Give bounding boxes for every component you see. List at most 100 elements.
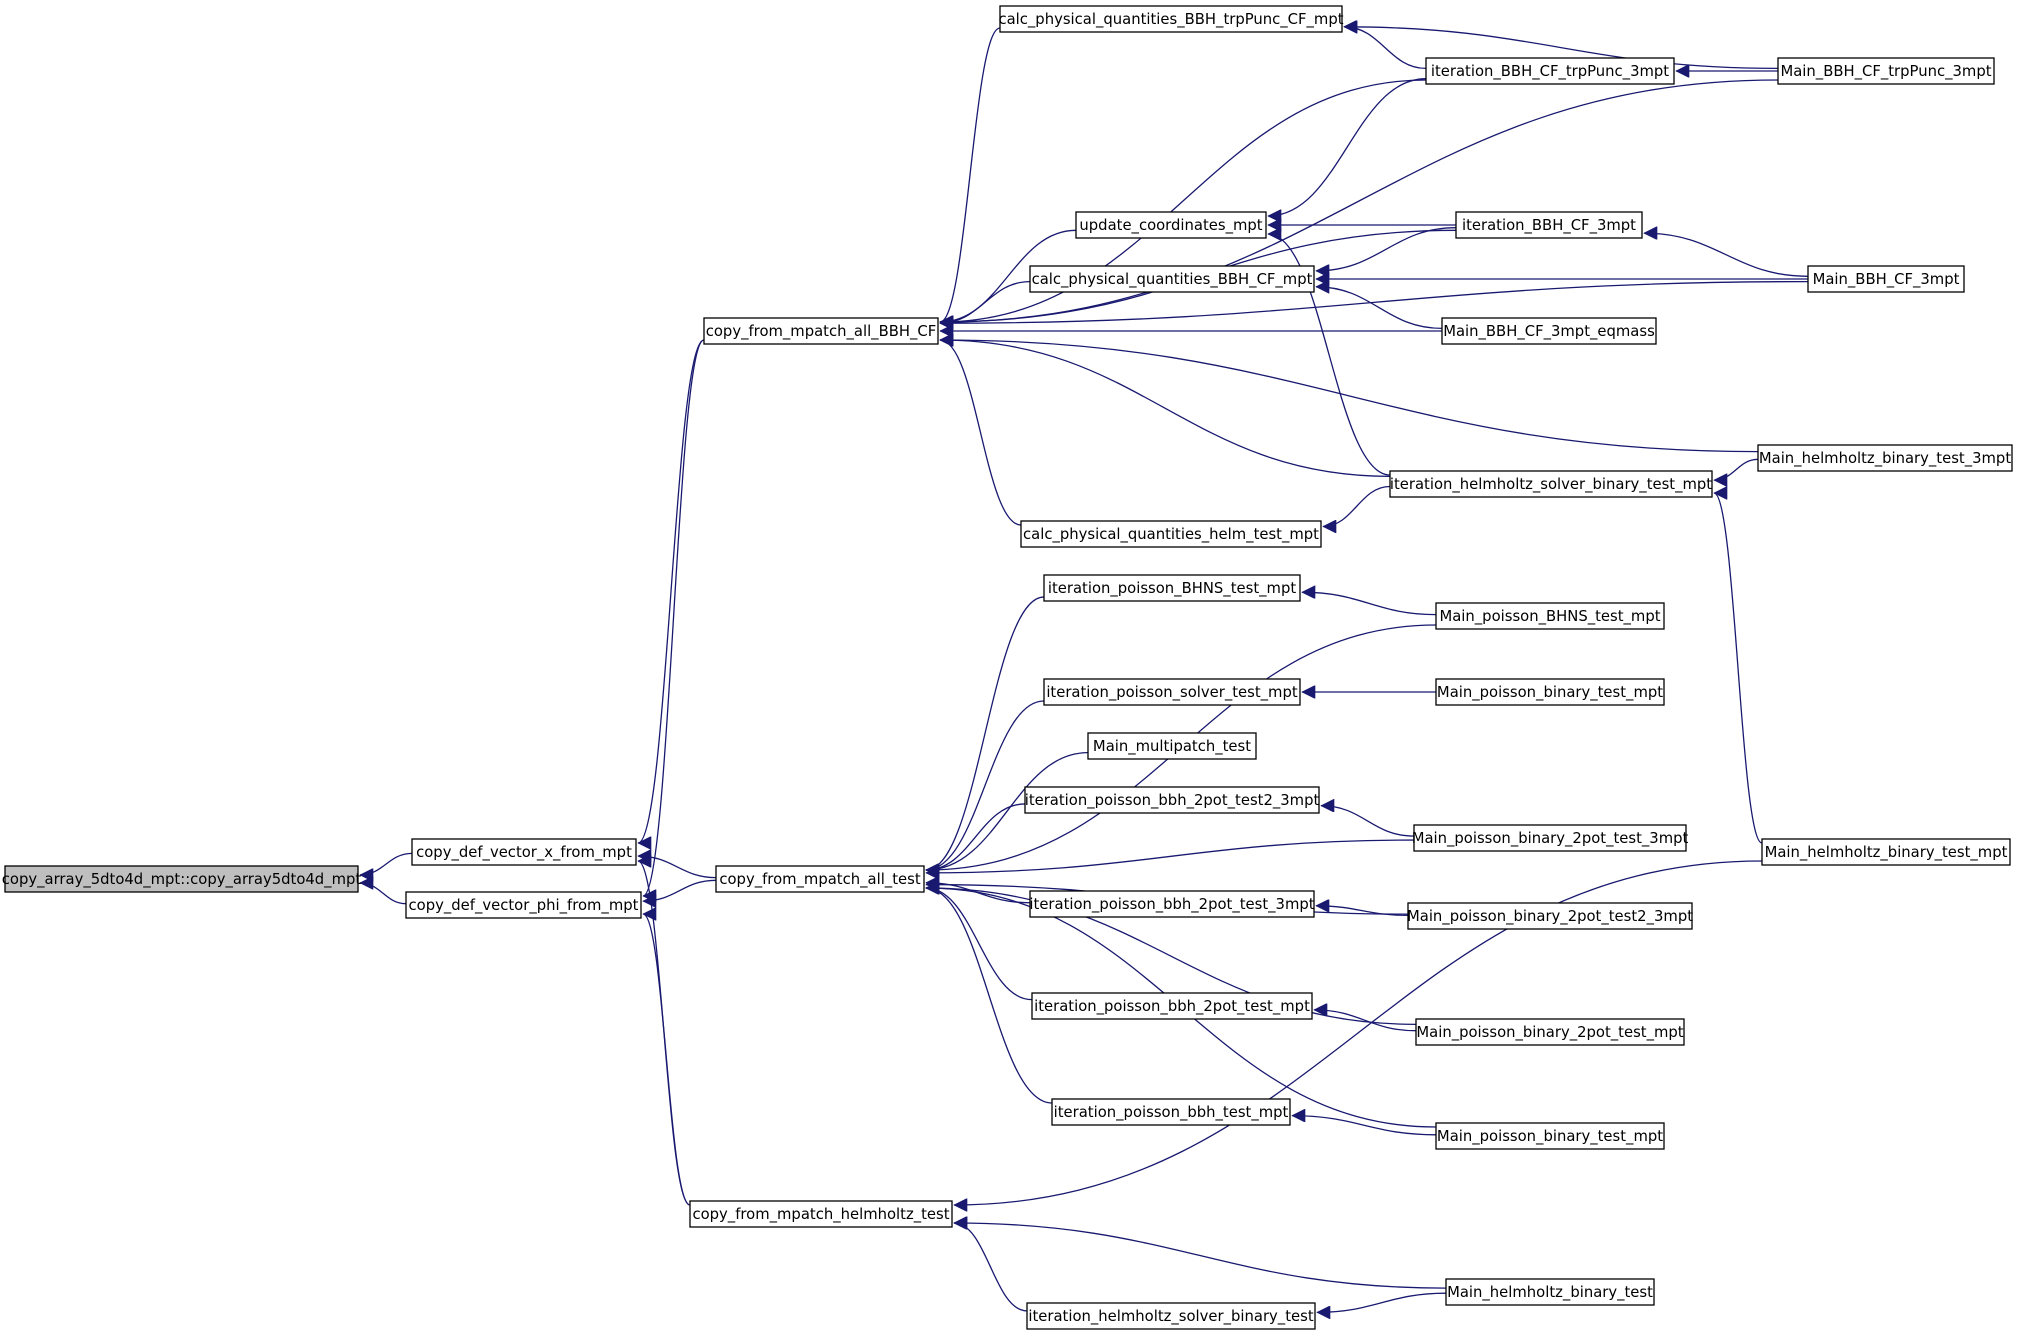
node-main-helm-bin[interactable]: Main_helmholtz_binary_test [1445, 1278, 1655, 1306]
edge-line [926, 700, 1045, 870]
node-box[interactable] [1087, 732, 1257, 760]
node-main-bhns[interactable]: Main_poisson_BHNS_test_mpt [1435, 602, 1665, 630]
node-box[interactable] [703, 317, 939, 345]
call-edge-bbh_cf-calc_helm [940, 340, 1022, 526]
node-main-pbin[interactable]: Main_poisson_binary_test_mpt [1435, 678, 1665, 706]
node-box[interactable] [1043, 678, 1301, 706]
node-root[interactable]: copy_array_5dto4d_mpt::copy_array5dto4d_… [2, 865, 362, 893]
node-calc-trp[interactable]: calc_physical_quantities_BBH_trpPunc_CF_… [998, 5, 1344, 33]
node-box[interactable] [4, 865, 359, 893]
call-edge-helm_test-main_helm_bin [954, 1223, 1447, 1289]
node-it-2pot2[interactable]: iteration_poisson_bbh_2pot_test2_3mpt [1024, 786, 1320, 814]
node-main-multi[interactable]: Main_multipatch_test [1087, 732, 1257, 760]
node-box[interactable] [1024, 786, 1320, 814]
edge-line [1644, 233, 1809, 277]
node-label: iteration_poisson_BHNS_test_mpt [1048, 580, 1296, 597]
node-box[interactable] [1415, 1018, 1685, 1046]
node-box[interactable] [1435, 602, 1665, 630]
node-box[interactable] [1435, 1122, 1665, 1150]
node-label: calc_physical_quantities_BBH_CF_mpt [1032, 271, 1313, 288]
call-edge-helm_test-it_helm_bin [954, 1223, 1028, 1312]
node-box[interactable] [411, 838, 637, 866]
edge-line [1268, 234, 1391, 476]
node-main-helm-mpt[interactable]: Main_helmholtz_binary_test_mpt [1761, 838, 2011, 866]
node-box[interactable] [1445, 1278, 1655, 1306]
node-box[interactable] [1777, 57, 1995, 85]
node-it-trp[interactable]: iteration_BBH_CF_trpPunc_3mpt [1425, 57, 1675, 85]
node-box[interactable] [689, 1200, 953, 1228]
node-box[interactable] [1425, 57, 1675, 85]
node-box[interactable] [1043, 574, 1301, 602]
node-it-helm-mpt[interactable]: iteration_helmholtz_solver_binary_test_m… [1389, 470, 1713, 498]
node-main-2pot3[interactable]: Main_poisson_binary_2pot_test_3mpt [1412, 824, 1689, 852]
edge-line [940, 340, 1022, 526]
node-upd-coord[interactable]: update_coordinates_mpt [1075, 211, 1267, 239]
node-label: iteration_poisson_bbh_2pot_test2_3mpt [1025, 792, 1320, 809]
node-calc-helm[interactable]: calc_physical_quantities_helm_test_mpt [1020, 520, 1322, 548]
edge-line [1344, 27, 1779, 70]
node-box[interactable] [1026, 1302, 1316, 1330]
call-edge-bbh_cf-main_helm3 [940, 340, 1759, 453]
node-label: Main_poisson_binary_test_mpt [1437, 684, 1663, 701]
node-box[interactable] [1029, 265, 1315, 293]
node-main-pbin2[interactable]: Main_poisson_binary_test_mpt [1435, 1122, 1665, 1150]
node-box[interactable] [1389, 470, 1713, 498]
node-box[interactable] [1807, 265, 1965, 293]
node-box[interactable] [1435, 678, 1665, 706]
node-label: update_coordinates_mpt [1079, 217, 1262, 234]
node-box[interactable] [715, 865, 925, 893]
node-it-bbh[interactable]: iteration_poisson_bbh_test_mpt [1051, 1098, 1291, 1126]
node-bbh-cf[interactable]: copy_from_mpatch_all_BBH_CF [703, 317, 939, 345]
node-main-2pot[interactable]: Main_poisson_binary_2pot_test_mpt [1415, 1018, 1685, 1046]
node-main-trp[interactable]: Main_BBH_CF_trpPunc_3mpt [1777, 57, 1995, 85]
call-edge-all_test-it_solver [926, 700, 1045, 870]
node-box[interactable] [1031, 992, 1313, 1020]
edge-line [940, 340, 1759, 453]
node-box[interactable] [1757, 444, 2013, 472]
edge-line [643, 879, 717, 901]
edge-line [643, 914, 691, 1206]
edge-line [1317, 1292, 1447, 1312]
node-box[interactable] [1075, 211, 1267, 239]
node-main-3mpt[interactable]: Main_BBH_CF_3mpt [1807, 265, 1965, 293]
node-box[interactable] [1455, 211, 1643, 239]
node-it-2pot3[interactable]: iteration_poisson_bbh_2pot_test_3mpt [1029, 890, 1315, 918]
node-box[interactable] [1407, 902, 1693, 930]
call-edge-bbh_cf-it_helm_mpt [940, 340, 1391, 477]
node-box[interactable] [999, 5, 1343, 33]
edge-line [1321, 806, 1415, 837]
call-edge-all_test-main_2pot3 [926, 839, 1415, 873]
node-main-2pot23[interactable]: Main_poisson_binary_2pot_test2_3mpt [1407, 902, 1693, 930]
node-box[interactable] [1413, 824, 1687, 852]
edge-line [926, 888, 1053, 1104]
call-edge-phi_from-all_test [643, 879, 717, 901]
node-label: iteration_BBH_CF_trpPunc_3mpt [1431, 63, 1669, 80]
node-main-eqmass[interactable]: Main_BBH_CF_3mpt_eqmass [1441, 317, 1657, 345]
edge-line [926, 596, 1045, 870]
node-box[interactable] [1029, 890, 1315, 918]
node-it-solver[interactable]: iteration_poisson_solver_test_mpt [1043, 678, 1301, 706]
edge-line [926, 888, 1417, 1025]
node-box[interactable] [405, 891, 642, 919]
node-it-helm-bin[interactable]: iteration_helmholtz_solver_binary_test [1026, 1302, 1316, 1330]
node-box[interactable] [1020, 520, 1322, 548]
node-it-3mpt[interactable]: iteration_BBH_CF_3mpt [1455, 211, 1643, 239]
node-box[interactable] [1051, 1098, 1291, 1126]
node-label: copy_from_mpatch_helmholtz_test [692, 1206, 949, 1223]
edge-line [1316, 287, 1443, 330]
node-box[interactable] [1441, 317, 1657, 345]
node-all-test[interactable]: copy_from_mpatch_all_test [715, 865, 925, 893]
node-it-2pot[interactable]: iteration_poisson_bbh_2pot_test_mpt [1031, 992, 1313, 1020]
node-it-bhns[interactable]: iteration_poisson_BHNS_test_mpt [1043, 574, 1301, 602]
call-edge-it_2pot2-main_2pot3 [1321, 806, 1415, 837]
node-helm-test[interactable]: copy_from_mpatch_helmholtz_test [689, 1200, 953, 1228]
node-label: iteration_poisson_solver_test_mpt [1046, 684, 1298, 701]
call-edge-upd_coord-it_trp [1268, 78, 1427, 216]
node-calc-bbh[interactable]: calc_physical_quantities_BBH_CF_mpt [1029, 265, 1315, 293]
node-phi-from[interactable]: copy_def_vector_phi_from_mpt [405, 891, 642, 919]
node-box[interactable] [1761, 838, 2011, 866]
node-main-helm3[interactable]: Main_helmholtz_binary_test_3mpt [1757, 444, 2013, 472]
node-x-from[interactable]: copy_def_vector_x_from_mpt [411, 838, 637, 866]
node-label: iteration_BBH_CF_3mpt [1462, 217, 1636, 234]
